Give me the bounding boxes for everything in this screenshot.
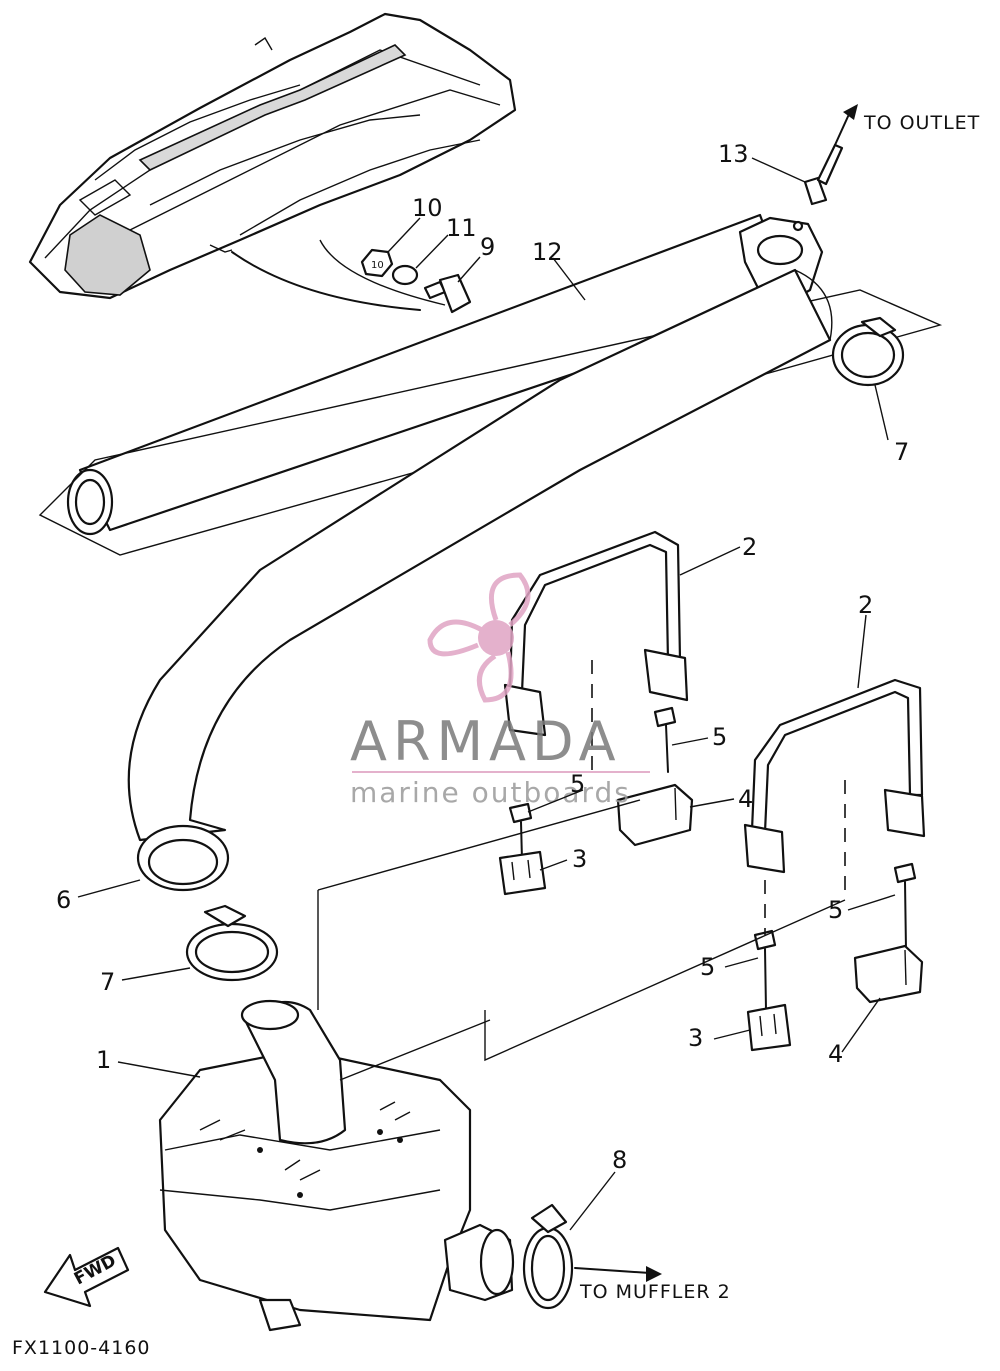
leader-lines — [77, 157, 896, 1231]
hardware-9-10-11: 10 — [360, 248, 472, 314]
callout-7a: 7 — [894, 438, 909, 466]
callout-5c: 5 — [828, 896, 843, 924]
callout-4a: 4 — [738, 785, 753, 813]
callout-7b: 7 — [100, 968, 115, 996]
callout-1: 1 — [96, 1046, 111, 1074]
muffler-1 — [158, 999, 515, 1332]
block-4-a — [616, 783, 694, 847]
callout-12: 12 — [532, 238, 563, 266]
diagram-code: FX1100-4160 — [12, 1337, 151, 1359]
bolt-5-d — [753, 929, 777, 1011]
rivet-13 — [803, 104, 858, 206]
callout-labels: 1 2 2 3 3 4 4 5 5 5 5 6 7 7 8 9 10 11 12… — [56, 140, 909, 1174]
assembly-lines — [317, 660, 846, 1081]
hose-clamp-8 — [522, 1203, 662, 1310]
hose-clamp-7-upper — [831, 316, 905, 387]
exhaust-hose-12 — [38, 213, 943, 556]
to-outlet-label: TO OUTLET — [863, 112, 980, 134]
callout-5b: 5 — [570, 770, 585, 798]
strap-2-left — [503, 530, 689, 737]
callout-4b: 4 — [828, 1040, 843, 1068]
watercraft-hull-illustration — [28, 12, 517, 311]
callout-2a: 2 — [742, 533, 757, 561]
callout-10: 10 — [412, 194, 443, 222]
callout-3a: 3 — [572, 845, 587, 873]
callout-11: 11 — [446, 214, 477, 242]
callout-13: 13 — [718, 140, 749, 168]
clip-3-a — [498, 850, 547, 896]
fasteners-group — [498, 706, 924, 1052]
to-muffler-label: TO MUFFLER 2 — [579, 1281, 731, 1303]
propeller-logo-icon — [427, 572, 531, 703]
watermark-tagline: marine outboards — [350, 776, 631, 809]
callout-9: 9 — [480, 233, 495, 261]
callout-3b: 3 — [688, 1024, 703, 1052]
callout-5d: 5 — [700, 953, 715, 981]
bolt-5-a — [653, 706, 677, 773]
block-4-b — [853, 944, 924, 1004]
fwd-arrow-marker: FWD — [43, 1246, 130, 1308]
clip-3-b — [746, 1003, 792, 1052]
svg-text:10: 10 — [371, 260, 384, 271]
hose-clamp-7-lower — [185, 904, 279, 982]
callout-5a: 5 — [712, 723, 727, 751]
callout-2b: 2 — [858, 591, 873, 619]
callout-6: 6 — [56, 886, 71, 914]
bolt-5-b — [508, 802, 533, 861]
exhaust-pipe-6 — [127, 268, 833, 892]
armada-watermark: ARMADA marine outboards — [350, 572, 650, 809]
watermark-brand: ARMADA — [350, 710, 622, 773]
callout-8: 8 — [612, 1146, 627, 1174]
bolt-5-c — [893, 862, 917, 951]
strap-2-right — [743, 678, 926, 874]
